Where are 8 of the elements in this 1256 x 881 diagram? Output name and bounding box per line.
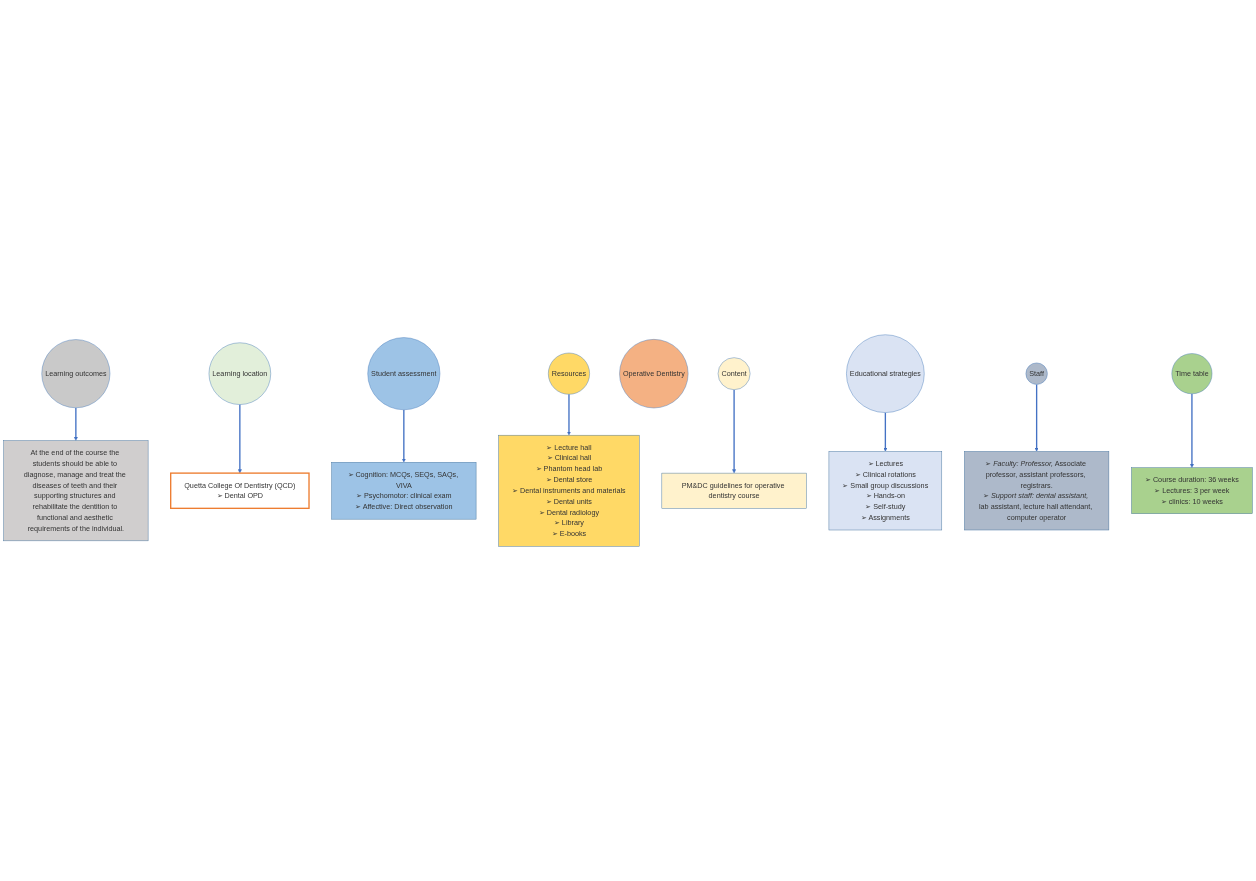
arrow	[73, 407, 78, 441]
arrow	[237, 403, 242, 474]
arrow	[732, 389, 737, 474]
arrow	[401, 409, 406, 463]
arrow	[1189, 393, 1194, 468]
arrow	[1034, 383, 1039, 452]
arrow	[883, 411, 888, 452]
arrow	[567, 393, 571, 436]
